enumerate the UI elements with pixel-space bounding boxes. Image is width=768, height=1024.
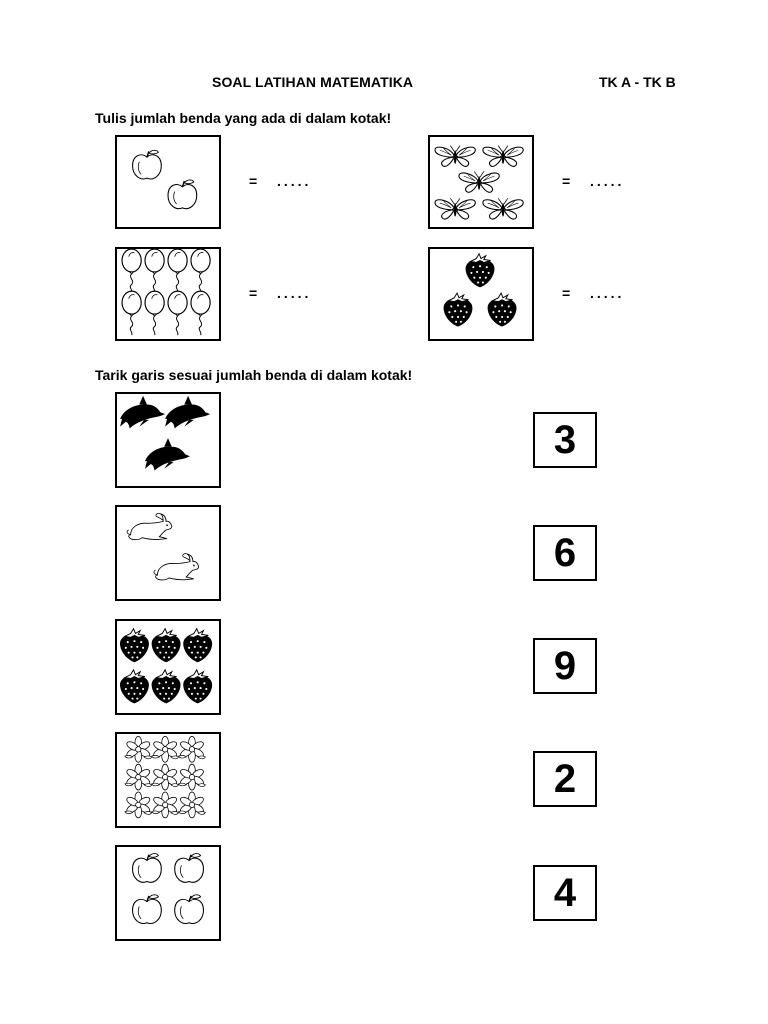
apple-icon — [131, 149, 198, 210]
match-number-box[interactable]: 6 — [533, 525, 597, 581]
answer-row-2: = ..... — [562, 173, 621, 189]
match-picture-rabbits[interactable] — [115, 505, 221, 601]
answer-row-3: = ..... — [249, 285, 308, 301]
answer-blank[interactable]: ..... — [590, 285, 625, 301]
strawberry-icon — [119, 628, 213, 704]
equals-sign: = — [249, 173, 258, 189]
answer-blank[interactable]: ..... — [277, 173, 312, 189]
match-number-box[interactable]: 4 — [533, 865, 597, 921]
count-box-balloons — [115, 247, 221, 341]
balloon-icon — [121, 249, 211, 336]
match-number-box[interactable]: 3 — [533, 412, 597, 468]
match-picture-flowers[interactable] — [115, 732, 221, 828]
worksheet-title: SOAL LATIHAN MATEMATIKA — [212, 74, 414, 90]
grade-level: TK A - TK B — [599, 74, 676, 90]
flower-icon — [124, 736, 206, 819]
count-box-butterflies — [428, 135, 534, 229]
butterfly-icon — [434, 145, 524, 220]
count-box-apples — [115, 135, 221, 229]
answer-blank[interactable]: ..... — [590, 173, 625, 189]
rabbit-icon — [126, 512, 200, 581]
match-number-box[interactable]: 2 — [533, 751, 597, 807]
count-box-strawberries — [428, 247, 534, 341]
apple-icon — [131, 852, 205, 925]
equals-sign: = — [562, 285, 571, 301]
equals-sign: = — [562, 173, 571, 189]
match-picture-apples[interactable] — [115, 845, 221, 941]
section1-instruction: Tulis jumlah benda yang ada di dalam kot… — [95, 110, 392, 126]
match-picture-strawberries[interactable] — [115, 619, 221, 715]
dolphin-icon — [120, 395, 211, 471]
match-number-box[interactable]: 9 — [533, 638, 597, 694]
answer-row-1: = ..... — [249, 173, 308, 189]
answer-blank[interactable]: ..... — [277, 285, 312, 301]
answer-row-4: = ..... — [562, 285, 621, 301]
match-picture-dolphins[interactable] — [115, 392, 221, 488]
equals-sign: = — [249, 285, 258, 301]
section2-instruction: Tarik garis sesuai jumlah benda di dalam… — [95, 367, 413, 383]
strawberry-icon — [443, 253, 517, 328]
